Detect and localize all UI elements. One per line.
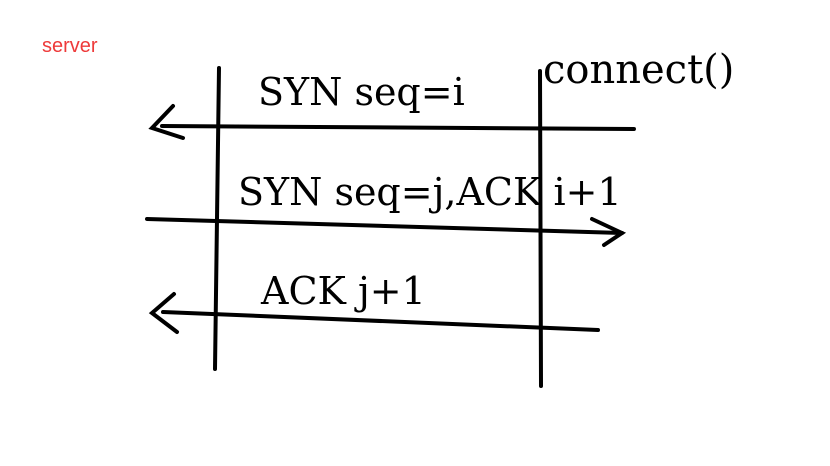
arrow-ack-head [148,292,179,334]
connect-call-label: connect() [543,47,735,93]
client-lifeline [538,69,543,388]
server-lifeline [213,66,221,371]
message-label-ack: ACK j+1 [261,269,426,313]
arrow-ack-line [161,310,600,332]
message-label-syn: SYN seq=i [258,70,465,114]
arrow-syn-line [160,124,636,131]
arrow-syn-ack-line [145,217,624,235]
server-label: server [42,35,98,57]
arrow-syn-head [148,104,185,140]
message-label-syn-ack: SYN seq=j,ACK i+1 [238,170,622,214]
arrow-syn-ack-head [590,217,627,247]
